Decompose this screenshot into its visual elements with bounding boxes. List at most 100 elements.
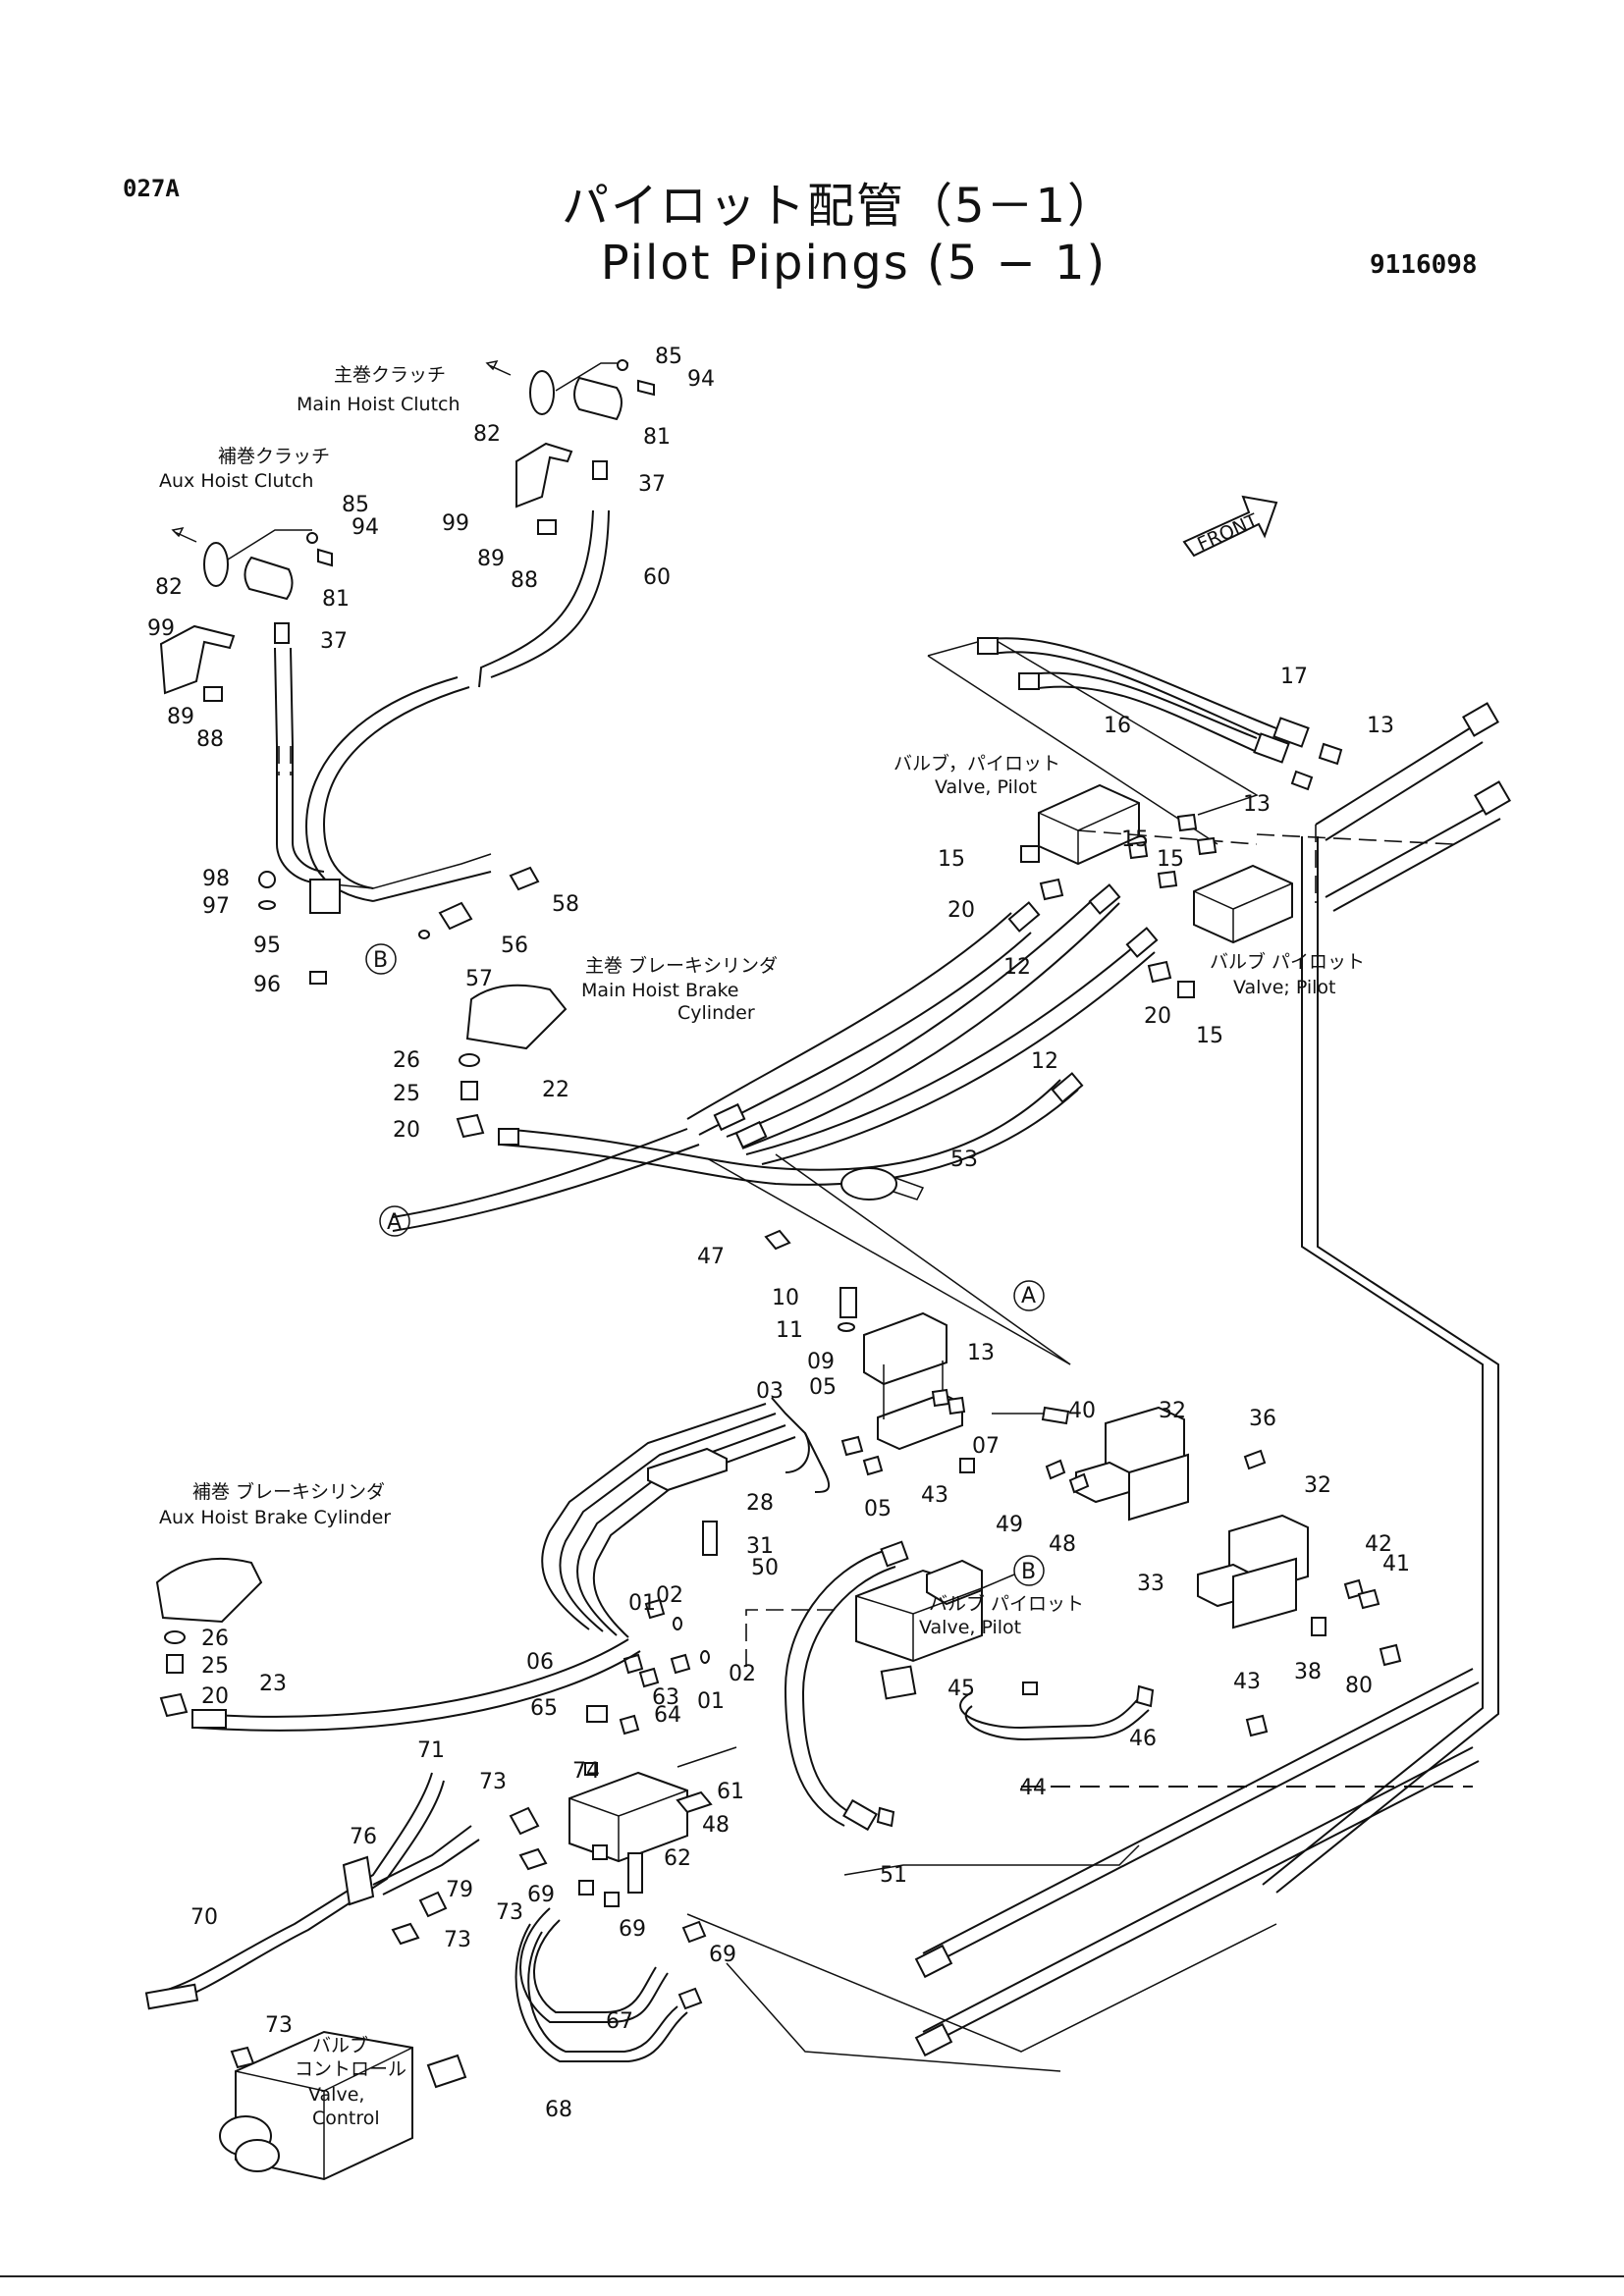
block-95 bbox=[309, 879, 341, 914]
top-right-hoses bbox=[927, 637, 1343, 845]
valve-control-jp-label-1: バルブ bbox=[312, 2034, 368, 2056]
control-valve bbox=[219, 2030, 467, 2181]
fitting-01b bbox=[670, 1653, 691, 1675]
part-62: 62 bbox=[664, 1846, 691, 1871]
ref-b-upper: B bbox=[373, 948, 388, 973]
ref-b-circle-mid bbox=[1013, 1555, 1045, 1586]
part-69: 69 bbox=[709, 1943, 736, 1967]
part-95: 95 bbox=[253, 934, 281, 958]
part-76: 76 bbox=[350, 1825, 377, 1849]
ref-a-circle-mid bbox=[1013, 1280, 1045, 1311]
part-85: 85 bbox=[342, 493, 369, 517]
part-96: 96 bbox=[253, 973, 281, 997]
part-94: 94 bbox=[687, 367, 715, 392]
bracket-09 bbox=[863, 1311, 947, 1386]
aux-hoist-brake-cylinder bbox=[155, 1557, 263, 1624]
part-43: 43 bbox=[1233, 1670, 1261, 1694]
part-88: 88 bbox=[511, 568, 538, 593]
fitting-25a bbox=[460, 1081, 478, 1100]
elbow-73a bbox=[509, 1806, 540, 1836]
fitting-13a bbox=[1318, 742, 1343, 766]
fitting-49 bbox=[1045, 1459, 1066, 1480]
bolt-31 bbox=[702, 1521, 718, 1556]
bolt-89b bbox=[203, 686, 223, 702]
part-09: 09 bbox=[807, 1350, 835, 1374]
nut-41 bbox=[1357, 1588, 1380, 1610]
fitting-64 bbox=[619, 1714, 640, 1735]
solenoid-valves-32 bbox=[992, 1406, 1380, 1636]
part-99: 99 bbox=[442, 511, 469, 536]
bottom-left-hoses bbox=[144, 1772, 707, 2062]
bracket-99b bbox=[159, 624, 236, 695]
washer-26a bbox=[459, 1053, 480, 1067]
bolt-43a bbox=[959, 1458, 975, 1473]
title-japanese: パイロット配管（5－1） bbox=[561, 179, 1117, 234]
fitting-37b bbox=[274, 622, 290, 644]
fitting-69c bbox=[681, 1920, 707, 1944]
part-70: 70 bbox=[190, 1905, 218, 1930]
part-32: 32 bbox=[1159, 1399, 1186, 1423]
part-01: 01 bbox=[628, 1591, 656, 1616]
part-15: 15 bbox=[938, 847, 965, 872]
bolt-40 bbox=[1041, 1406, 1070, 1425]
part-89: 89 bbox=[167, 705, 194, 729]
fitting-13c bbox=[931, 1388, 950, 1408]
ref-b-circle-upper bbox=[365, 943, 397, 975]
part-33: 33 bbox=[1137, 1572, 1164, 1596]
part-82: 82 bbox=[155, 575, 183, 600]
part-12: 12 bbox=[1003, 955, 1031, 980]
bolt-79 bbox=[418, 1891, 448, 1918]
fitting-51 bbox=[876, 1806, 895, 1828]
pipes-03 bbox=[541, 1397, 831, 1638]
part-26: 26 bbox=[393, 1048, 420, 1073]
bolt-94a bbox=[637, 379, 655, 397]
nut-98 bbox=[258, 871, 276, 888]
fitting-58 bbox=[509, 866, 540, 891]
elbow-20c bbox=[456, 1113, 485, 1139]
fitting-15d bbox=[1177, 981, 1195, 998]
fitting-74 bbox=[584, 1762, 598, 1776]
ref-a-mid: A bbox=[1021, 1284, 1036, 1308]
clutch-81a bbox=[573, 376, 623, 421]
part-79: 79 bbox=[446, 1878, 473, 1902]
valve-control-jp-label-2: コントロール bbox=[295, 2058, 406, 2080]
part-48: 48 bbox=[1049, 1532, 1076, 1557]
main-hoist-brake-label-2: Cylinder bbox=[677, 1002, 755, 1024]
plug-47 bbox=[764, 1229, 791, 1251]
fitting-25b bbox=[166, 1654, 184, 1674]
part-03: 03 bbox=[756, 1379, 784, 1404]
part-16: 16 bbox=[1104, 714, 1131, 738]
aux-hoist-clutch-jp-label: 補巻クラッチ bbox=[218, 446, 330, 467]
drawing-number: 9116098 bbox=[1370, 250, 1478, 280]
aux-hoist-brake-label: Aux Hoist Brake Cylinder bbox=[159, 1507, 391, 1528]
part-57: 57 bbox=[465, 967, 493, 991]
fitting-61 bbox=[676, 1790, 713, 1814]
part-53: 53 bbox=[950, 1148, 978, 1172]
part-73: 73 bbox=[265, 2013, 293, 2038]
part-15: 15 bbox=[1121, 828, 1149, 852]
part-97: 97 bbox=[202, 894, 230, 919]
valve-control-label-1: Valve, bbox=[308, 2084, 364, 2106]
clutch-plate-82b bbox=[203, 542, 229, 587]
part-58: 58 bbox=[552, 892, 579, 917]
part-43: 43 bbox=[921, 1483, 948, 1508]
part-63: 63 bbox=[652, 1685, 679, 1710]
part-38: 38 bbox=[1294, 1660, 1322, 1684]
main-hoist-brake-jp-label: 主巻 ブレーキシリンダ bbox=[585, 954, 778, 977]
fitting-69b bbox=[604, 1892, 620, 1907]
valve-pilot-top-label: Valve, Pilot bbox=[935, 776, 1037, 798]
part-73: 73 bbox=[496, 1900, 523, 1925]
main-hoist-clutch-label: Main Hoist Clutch bbox=[297, 394, 460, 415]
part-67: 67 bbox=[606, 2009, 633, 2034]
bolt-10 bbox=[839, 1287, 857, 1318]
part-80: 80 bbox=[1345, 1674, 1373, 1698]
clamp-28 bbox=[647, 1447, 728, 1492]
part-17: 17 bbox=[1280, 665, 1308, 689]
bolt-62 bbox=[627, 1852, 643, 1894]
fitting-06 bbox=[623, 1653, 644, 1675]
fitting-13b bbox=[1290, 770, 1314, 791]
ref-b-mid: B bbox=[1021, 1560, 1036, 1584]
elbow-73c bbox=[391, 1922, 420, 1946]
clutch-plate-82a bbox=[529, 370, 555, 415]
